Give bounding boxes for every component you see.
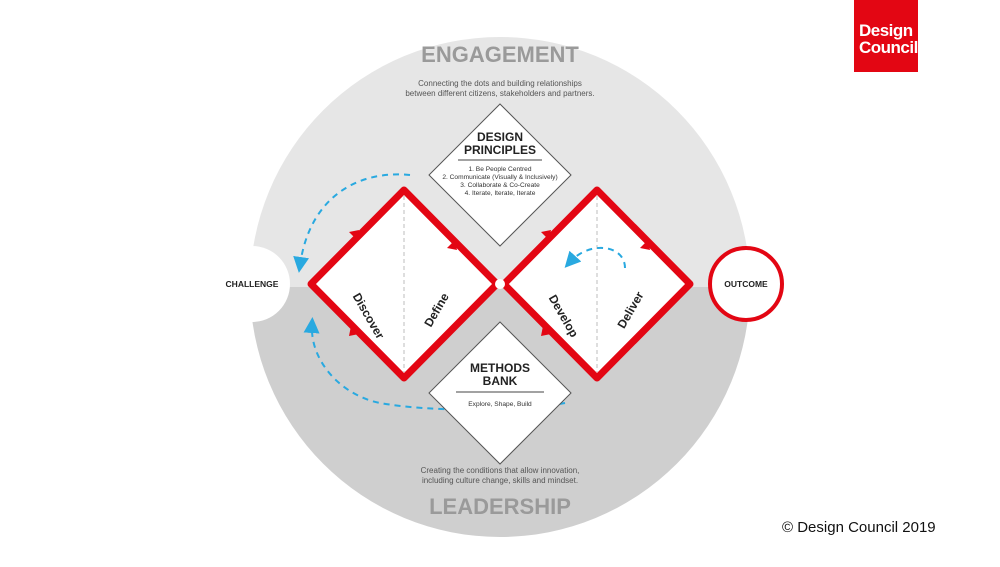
leadership-title: LEADERSHIP <box>429 494 571 519</box>
red-arrow-6 <box>541 326 551 336</box>
methods-bank-title-1: METHODS <box>470 361 530 375</box>
design-principles-title-1: DESIGN <box>477 130 523 144</box>
challenge-node: CHALLENGE <box>214 246 290 322</box>
logo-line-1: Design <box>859 21 913 40</box>
red-arrow-2 <box>447 240 457 250</box>
red-arrow-3 <box>541 230 551 240</box>
design-principle-1: 1. Be People Centred <box>468 166 531 173</box>
design-principles-title-2: PRINCIPLES <box>464 143 536 157</box>
engagement-desc-line1: Connecting the dots and building relatio… <box>418 79 582 88</box>
engagement-desc-line2: between different citizens, stakeholders… <box>405 89 594 98</box>
top-left-feedback-arrow <box>293 173 411 273</box>
methods-bank-title-2: BANK <box>483 374 518 388</box>
double-diamond <box>307 186 694 382</box>
red-arrow-4 <box>640 240 650 250</box>
outcome-node: OUTCOME <box>708 246 784 322</box>
logo-line-2: Council <box>859 38 918 57</box>
design-principle-4: 4. Iterate, Iterate, Iterate <box>465 190 536 197</box>
challenge-label: CHALLENGE <box>226 279 279 289</box>
engagement-title: ENGAGEMENT <box>421 42 579 67</box>
design-principle-2: 2. Communicate (Visually & Inclusively) <box>442 174 557 181</box>
leadership-desc-line2: including culture change, skills and min… <box>422 476 578 485</box>
methods-bank-diamond: METHODS BANK Explore, Shape, Build <box>428 321 572 465</box>
methods-bank-subtitle: Explore, Shape, Build <box>468 401 532 408</box>
design-council-logo: Design Council <box>854 0 918 72</box>
design-principle-3: 3. Collaborate & Co-Create <box>460 182 540 189</box>
design-principles-diamond: DESIGN PRINCIPLES 1. Be People Centred 2… <box>428 103 572 247</box>
diamond-junction <box>495 279 505 289</box>
outcome-label: OUTCOME <box>724 279 768 289</box>
red-arrow-1 <box>349 230 359 240</box>
copyright-notice: © Design Council 2019 <box>782 519 936 536</box>
red-arrow-5 <box>349 326 359 336</box>
leadership-desc-line1: Creating the conditions that allow innov… <box>421 466 580 475</box>
